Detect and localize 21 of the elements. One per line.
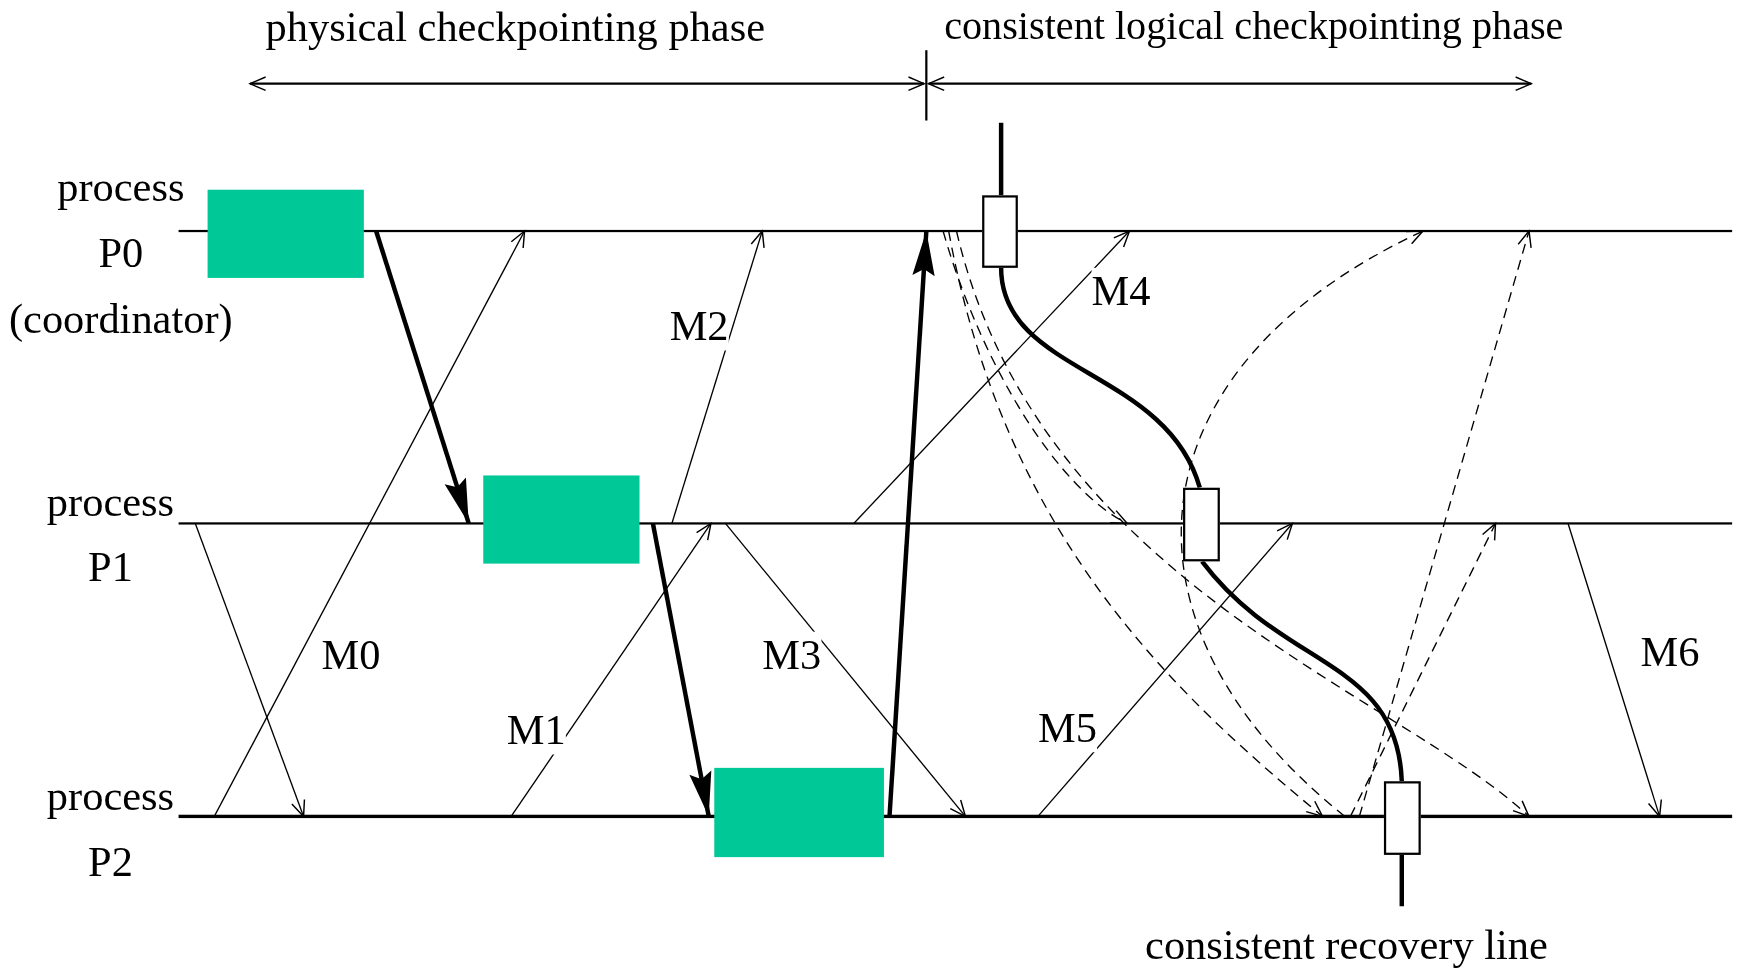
logical-checkpoint-box xyxy=(982,195,1018,268)
dashed-arrow xyxy=(942,230,1128,525)
process-label: process P0 (coordinator) xyxy=(8,161,233,344)
message-arrow xyxy=(650,523,712,817)
logical-checkpoint-box xyxy=(1183,487,1220,562)
recovery-line xyxy=(998,267,1202,489)
message-arrow xyxy=(671,230,765,525)
logical-checkpoint-box xyxy=(1383,781,1421,855)
checkpoint-box xyxy=(207,189,364,278)
recovery-line-label: consistent recovery line xyxy=(1145,921,1548,969)
recovery-line xyxy=(1200,559,1404,782)
process-label: process P2 xyxy=(46,771,175,887)
message-arrow xyxy=(887,230,935,817)
checkpoint-box xyxy=(483,475,640,564)
phase-label: consistent logical checkpointing phase xyxy=(944,4,1564,49)
message-arrow xyxy=(853,230,1131,525)
recovery-line xyxy=(998,122,1004,196)
recovery-line xyxy=(1399,854,1404,907)
process-label: process P1 xyxy=(46,476,175,593)
checkpoint-box xyxy=(714,767,884,858)
phase-label: physical checkpointing phase xyxy=(265,4,765,52)
